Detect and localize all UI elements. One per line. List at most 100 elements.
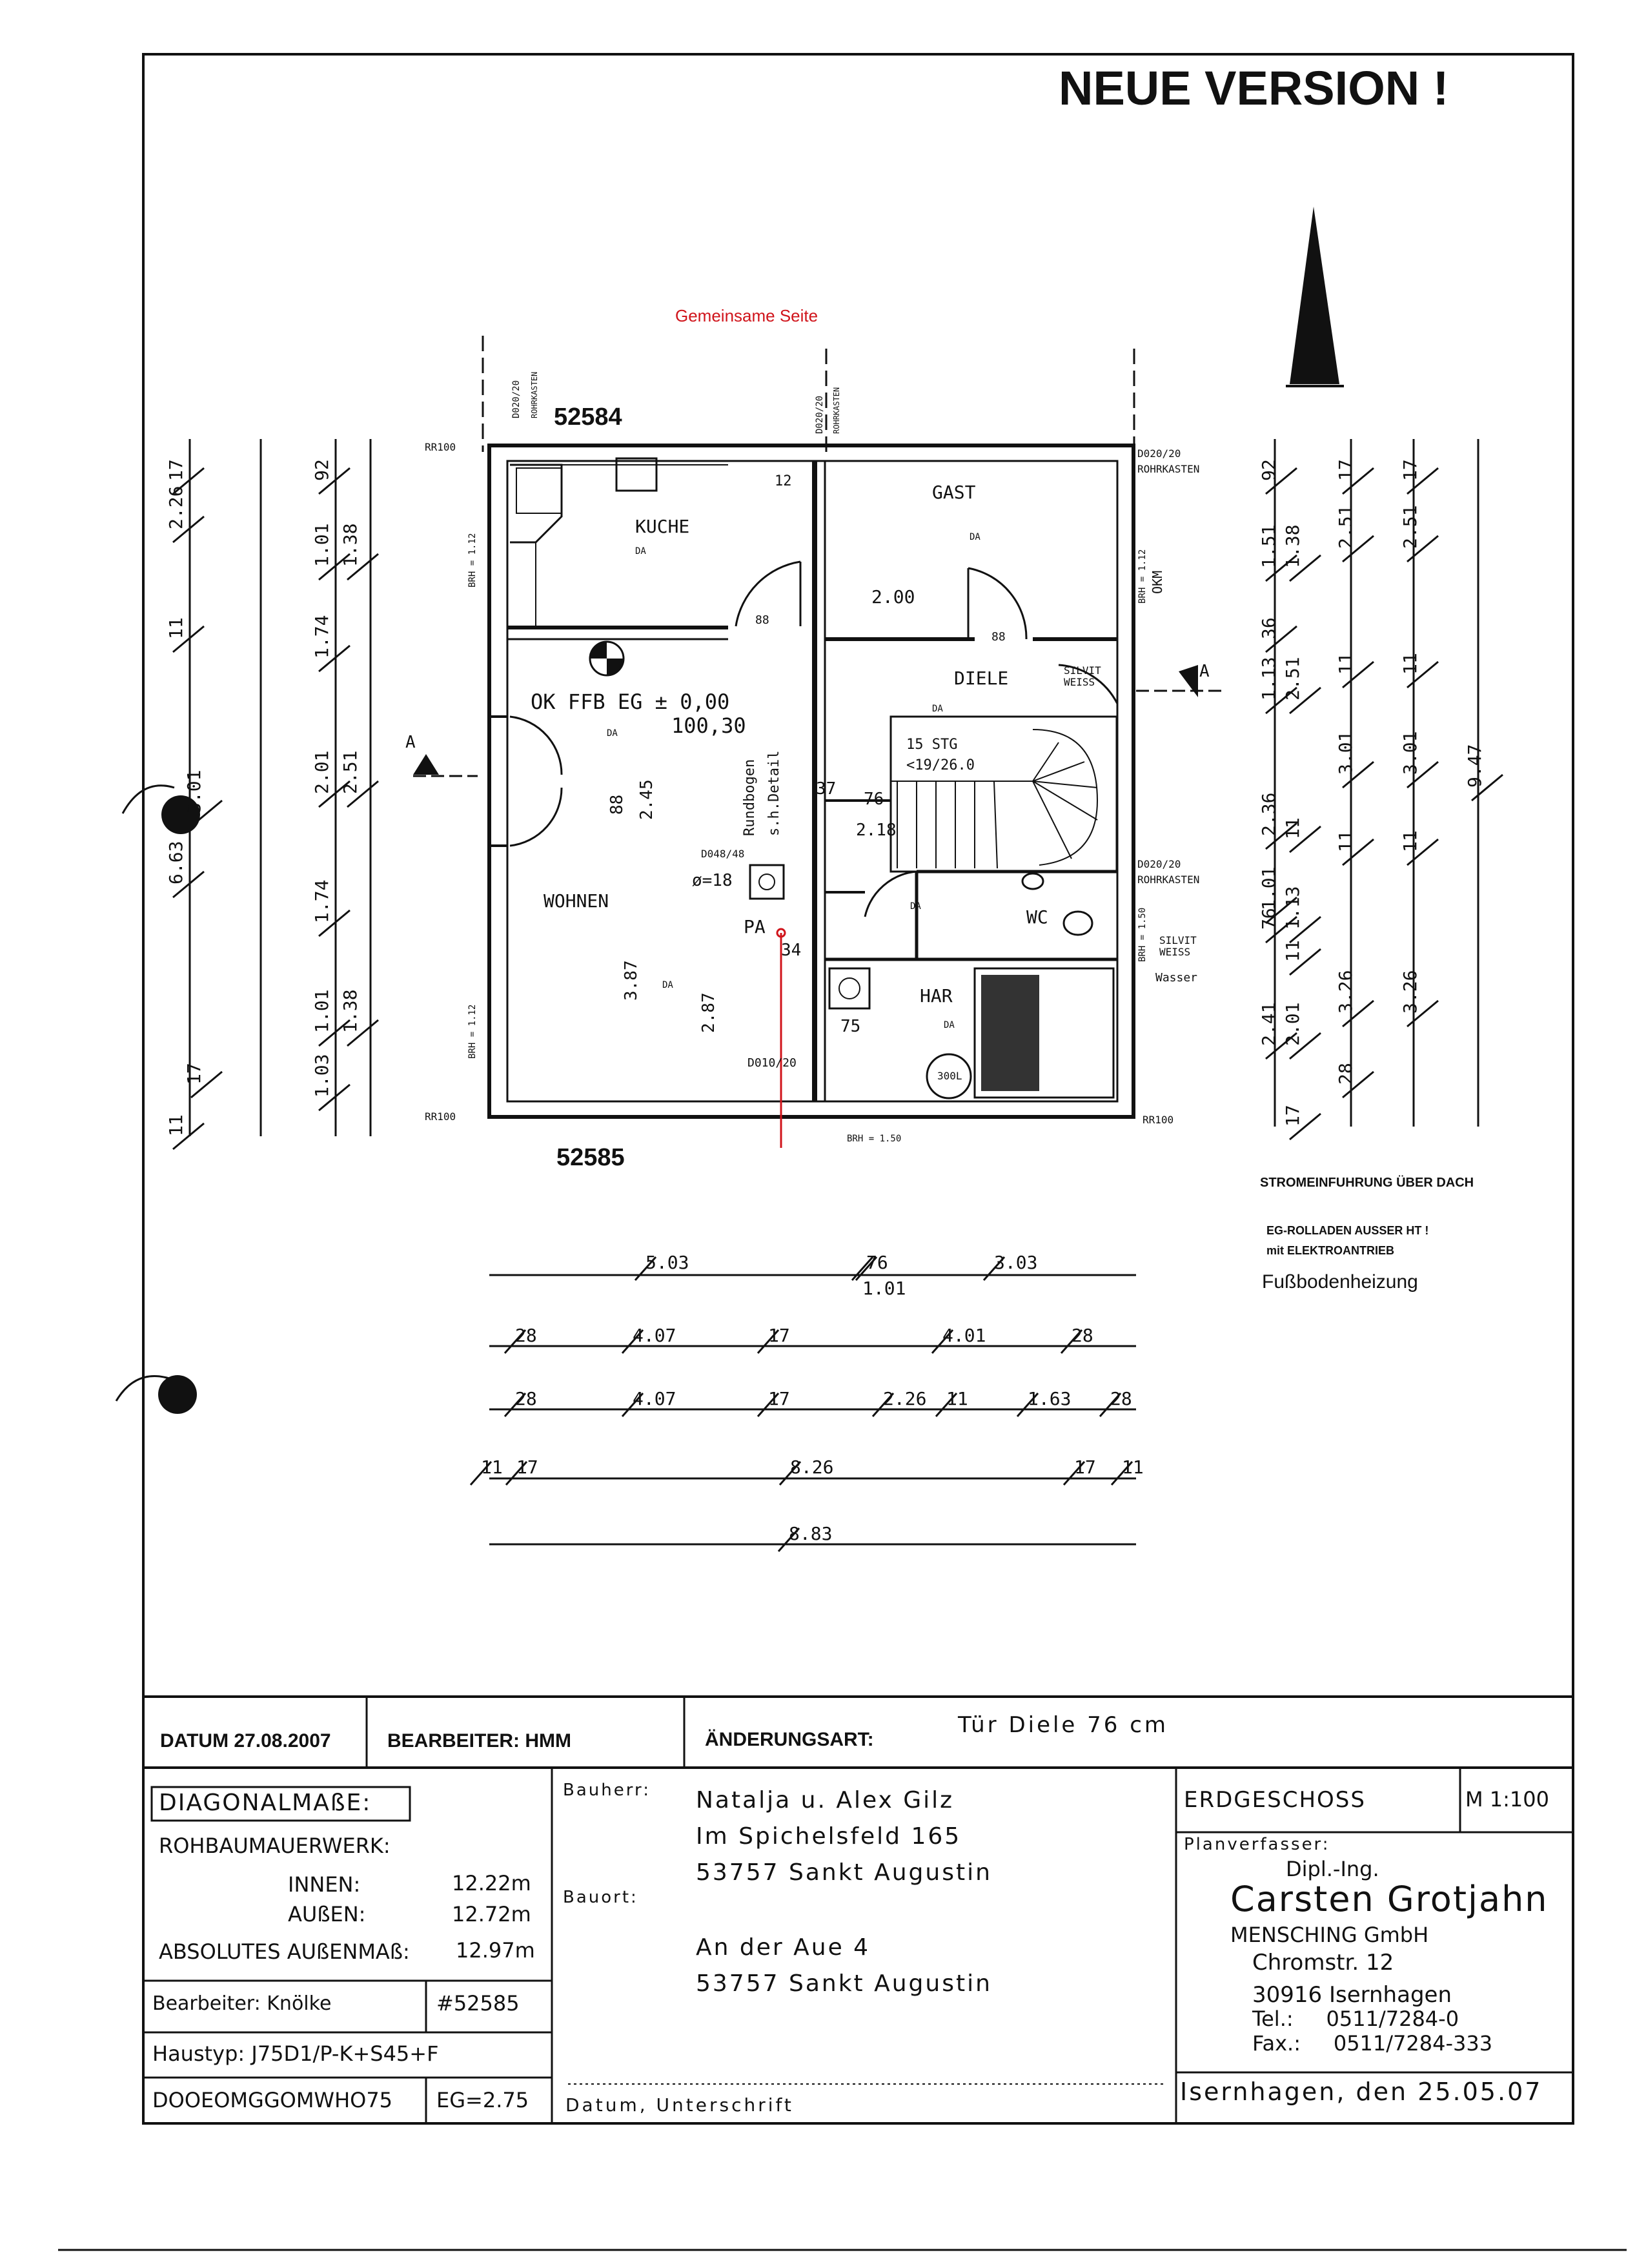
- planverfasser-label: Planverfasser:: [1184, 1835, 1330, 1854]
- bauherr-label: Bauherr:: [563, 1781, 651, 1800]
- dimension-tick: [1289, 948, 1321, 976]
- dim-label-dims_right-col1-1: 1.51: [1258, 525, 1279, 568]
- dimension-tick: [1342, 761, 1374, 789]
- north-arrow-icon: [1290, 207, 1339, 384]
- dimension-tick: [318, 780, 351, 808]
- rohrkasten-tm: ROHRKASTEN: [832, 387, 841, 434]
- level-marker-value: 100,30: [671, 713, 746, 738]
- dimension-tick: [1407, 999, 1439, 1028]
- dimension-tick: [347, 1019, 379, 1047]
- dimension-tick: [505, 1461, 528, 1486]
- dimension-tick: [1060, 1329, 1083, 1354]
- dim-34: 34: [781, 941, 801, 960]
- lot-number-top: 52584: [554, 404, 622, 431]
- titleblock-aenderungsart-label: ÄNDERUNGSART:: [705, 1729, 874, 1750]
- dim-label-dims_bottom-row4-4: 11: [1122, 1456, 1144, 1478]
- hole-arc-2: [115, 1375, 170, 1402]
- dimension-tick: [1407, 660, 1439, 689]
- absolut-label: ABSOLUTES AUßENMAß:: [159, 1939, 410, 1964]
- dim-label-dims_bottom-row1-2: 1.01: [862, 1278, 906, 1299]
- dimension-tick: [172, 467, 205, 495]
- dimension-tick: [190, 799, 223, 828]
- technical-area-hatch: [981, 975, 1039, 1091]
- dim-label-dims_right-col1-5: 76: [1258, 908, 1279, 930]
- room-wc: WC: [1026, 906, 1048, 928]
- dimension-tick: [503, 1393, 527, 1417]
- dimension-tick: [469, 1461, 493, 1486]
- absolut-value: 12.97m: [456, 1938, 535, 1963]
- titleblock-bearbeiter: BEARBEITER: HMM: [387, 1730, 571, 1752]
- bauort-city: 53757 Sankt Augustin: [696, 1970, 992, 1997]
- dimension-tick: [634, 1256, 657, 1281]
- rohrkasten-mr: ROHRKASTEN: [1137, 873, 1199, 886]
- dim-label-dims_left-inner_a-0: 92: [311, 459, 332, 481]
- dim-label-dims_left-inner_b-2: 1.38: [340, 990, 361, 1033]
- dim-label-dims_left-inner_a-1: 1.01: [311, 524, 332, 567]
- da-markers: DA DA DA DA DA DA DA: [607, 532, 980, 1030]
- dimension-tick: [1110, 1461, 1133, 1486]
- dimension-tick: [1265, 915, 1297, 944]
- dim-label-dims_bottom-row1-0: 5.03: [645, 1252, 689, 1273]
- dimension-tick: [757, 1329, 780, 1354]
- brh-right-top: BRH = 1.12: [1137, 549, 1148, 604]
- binder-hole-2: [158, 1375, 197, 1414]
- planverfasser-strasse: Chromstr. 12: [1252, 1950, 1394, 1976]
- innen-value: 12.22m: [452, 1871, 531, 1895]
- dim-label-dims_right-col2-3: 1.13: [1282, 886, 1303, 930]
- pa-label: PA: [744, 916, 766, 937]
- pa-box: D048/48: [701, 848, 744, 860]
- duct-har: D010/20: [747, 1056, 797, 1070]
- brh-left-bottom: BRH = 1.12: [467, 1005, 478, 1059]
- dimension-tick: [1342, 999, 1374, 1028]
- dimension-tick: [1265, 625, 1297, 653]
- dim-37: 37: [816, 779, 836, 799]
- dim-label-dims_right-col1-2: 36: [1258, 617, 1279, 639]
- dim-label-dims_right-col2-5: 2.01: [1282, 1003, 1303, 1046]
- hole-arc-1: [121, 784, 175, 814]
- dim-label-dims_bottom-row4-0: 11: [481, 1456, 503, 1478]
- rr100-bl: RR100: [425, 1110, 456, 1123]
- dimension-tick: [1407, 535, 1439, 563]
- dim-label-dims_right-col4-0: 17: [1399, 459, 1421, 481]
- dimension-tick: [982, 1256, 1006, 1281]
- level-marker-icon: [590, 642, 607, 659]
- dim-label-dims_left-outer_a-1: 2.26: [165, 486, 187, 529]
- dimension-tick: [1289, 825, 1321, 853]
- dimension-tick: [172, 515, 205, 544]
- dimension-tick: [347, 780, 379, 808]
- rohrkasten-tl: ROHRKASTEN: [530, 372, 539, 418]
- note-floor-heating: Fußbodenheizung: [1262, 1271, 1418, 1292]
- dimension-tick: [851, 1256, 874, 1281]
- dim-76: 76: [864, 790, 884, 809]
- dimension-tick: [1265, 467, 1297, 495]
- dim-label-dims_right-col3-6: 28: [1335, 1063, 1356, 1085]
- bauort-street: An der Aue 4: [696, 1934, 871, 1961]
- stair-ratio: <19/26.0: [906, 757, 975, 773]
- dim-label-dims_right-col1-6: 1.01: [1258, 867, 1279, 910]
- room-har: HAR: [920, 985, 953, 1006]
- aussen-value: 12.72m: [452, 1902, 531, 1926]
- dim-label-dims_right-col1-4: 2.36: [1258, 793, 1279, 836]
- dim-label-dims_bottom-row4-3: 17: [1074, 1456, 1096, 1478]
- dimension-tick: [1342, 535, 1374, 563]
- dim-label-dims_left-outer_a-0: 17: [165, 459, 187, 481]
- dimension-tick: [503, 1329, 527, 1354]
- brh-right-mid: BRH = 1.50: [1137, 908, 1148, 962]
- svg-text:DA: DA: [607, 728, 618, 739]
- okm-label: OKM: [1150, 571, 1165, 594]
- dimension-tick: [172, 870, 205, 899]
- duct-tm: D020/20: [815, 396, 825, 434]
- svg-text:DA: DA: [662, 980, 673, 990]
- dimension-tick: [1471, 773, 1503, 802]
- door-width-gast: 88: [991, 630, 1006, 644]
- duct-tr: D020/20: [1137, 447, 1181, 460]
- planverfasser-title: Dipl.-Ing.: [1286, 1857, 1379, 1881]
- dim-label-dims_right-col3-5: 3.26: [1335, 970, 1356, 1014]
- dim-label-dims_bottom-row2-3: 4.01: [942, 1325, 986, 1346]
- dim-label-dims_right-col4-1: 2.51: [1399, 506, 1421, 549]
- dim-label-dims_left-outer_a-4: 11: [165, 1114, 187, 1136]
- dimension-tick: [1099, 1393, 1122, 1417]
- silvit-top-2: WEISS: [1064, 676, 1095, 688]
